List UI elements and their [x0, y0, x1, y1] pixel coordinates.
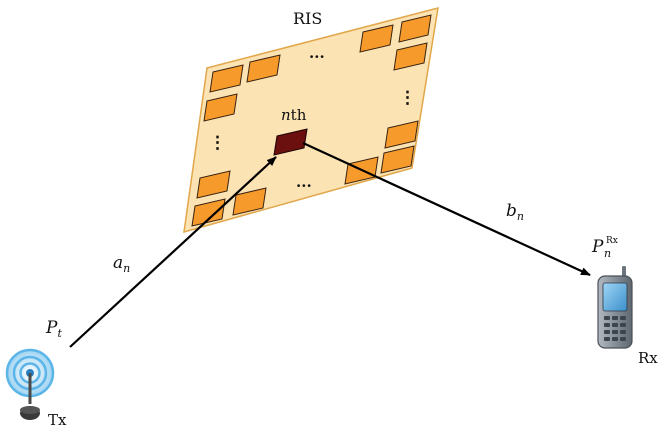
- ris-element: [246, 54, 281, 83]
- ris-element: [393, 42, 428, 71]
- ris-element: [203, 93, 238, 122]
- ris-element-grid: [191, 14, 432, 227]
- svg-text:P: P: [591, 237, 604, 257]
- ris-label: RIS: [293, 9, 322, 28]
- ris-element: [380, 145, 415, 174]
- rx-label: Rx: [638, 349, 658, 367]
- ris-element: [209, 64, 244, 93]
- rx-power-label: P n Rx: [591, 236, 618, 260]
- ris-element: [398, 14, 432, 43]
- nth-label: nth: [281, 106, 307, 124]
- right-vertical-ellipsis: ⋮: [399, 88, 416, 108]
- tx-power-label: Pt: [45, 318, 62, 340]
- channel-b-label: bn: [506, 201, 524, 223]
- ris-element: [196, 170, 231, 199]
- antenna-icon: [5, 348, 55, 420]
- svg-text:Rx: Rx: [606, 236, 618, 246]
- nth-element: [273, 128, 308, 156]
- bottom-ellipsis: ···: [296, 177, 312, 195]
- left-vertical-ellipsis: ⋮: [209, 133, 226, 153]
- tx-label: Tx: [48, 411, 67, 429]
- ris-panel: ··· ··· ⋮ ⋮ RIS nth: [183, 6, 439, 234]
- svg-text:n: n: [604, 247, 611, 260]
- ris-element: [359, 24, 394, 53]
- incident-arrow: [69, 156, 277, 348]
- ris-element: [232, 187, 267, 216]
- ris-element: [191, 198, 226, 227]
- top-ellipsis: ···: [309, 48, 325, 66]
- channel-a-label: an: [113, 253, 130, 275]
- reflected-arrow: [302, 142, 591, 276]
- mobile-phone-icon: [597, 266, 633, 349]
- ris-element: [384, 120, 419, 149]
